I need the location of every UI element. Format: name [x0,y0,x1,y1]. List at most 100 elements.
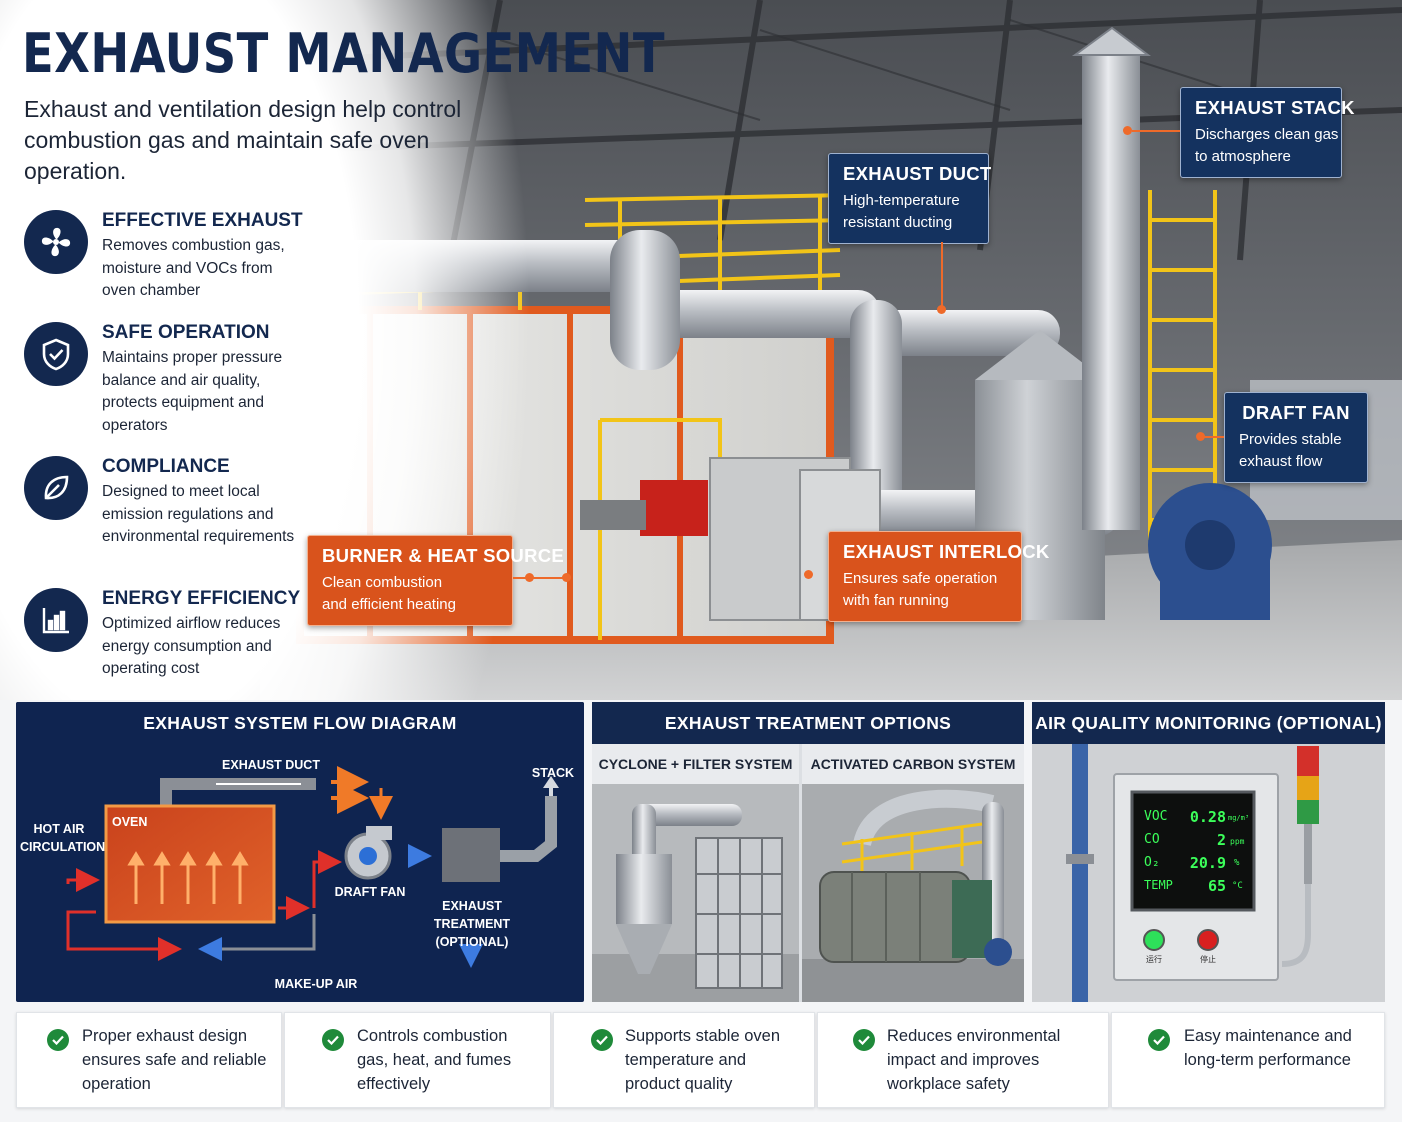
cyclone-filter-illustration [592,784,799,1002]
feature-description: Removes combustion gas, moisture and VOC… [102,237,285,299]
reading-label-voc: VOC [1144,809,1168,824]
panel-title: AIR QUALITY MONITORING (OPTIONAL) [1032,702,1385,744]
callout-title: BURNER & HEAT SOURCE [322,545,565,566]
label-exhaust-duct: EXHAUST DUCT [222,758,320,772]
leader-line [1204,436,1224,438]
reading-label-o2: O₂ [1144,855,1160,870]
flow-diagram-panel: EXHAUST SYSTEM FLOW DIAGRAM [16,702,584,1002]
benefit-item: Reduces environmental impact and improve… [817,1012,1109,1108]
reading-label-co: CO [1144,832,1160,847]
leader-line [513,577,563,579]
label-make-up-air: MAKE-UP AIR [274,977,358,991]
callout-desc-line: exhaust flow [1239,453,1323,470]
reading-unit-o2: % [1234,858,1240,868]
treatment-options-panel: EXHAUST TREATMENT OPTIONS CYCLONE + FILT… [592,702,1024,1002]
callout-burner-heat-source: BURNER & HEAT SOURCE Clean combustion an… [307,535,565,626]
label-oven: OVEN [112,815,148,829]
shield-check-icon [24,322,88,386]
callout-exhaust-interlock: EXHAUST INTERLOCK Ensures safe operation… [828,531,1050,622]
benefit-text: Proper exhaust design ensures safe and r… [82,1027,267,1093]
reading-value-o2: 20.9 [1189,854,1226,872]
callout-title: EXHAUST INTERLOCK [843,541,1050,562]
flow-diagram [66,766,559,968]
hero-section: EXHAUST MANAGEMENT Exhaust and ventilati… [0,0,1402,700]
option-label-carbon: ACTIVATED CARBON SYSTEM [802,744,1024,784]
feature-title: ENERGY EFFICIENCY [102,588,301,609]
page-subtitle: Exhaust and ventilation design help cont… [24,96,462,184]
callout-desc-line: and efficient heating [322,596,456,613]
run-button-label: 运行 [1146,955,1162,964]
reading-unit-co: ppm [1230,837,1245,846]
check-icon [322,1029,344,1051]
benefit-text: Reduces environmental impact and improve… [887,1027,1061,1093]
reading-label-temp: TEMP [1144,878,1173,892]
fan-icon [24,210,88,274]
panel-title: EXHAUST TREATMENT OPTIONS [592,702,1024,744]
panel-title: EXHAUST SYSTEM FLOW DIAGRAM [16,702,584,744]
callout-exhaust-duct: EXHAUST DUCT High-temperature resistant … [828,153,992,244]
benefits-strip: Proper exhaust design ensures safe and r… [16,1012,1385,1108]
callout-desc-line: Discharges clean gas [1195,126,1339,143]
callout-draft-fan: DRAFT FAN Provides stable exhaust flow [1224,392,1368,483]
check-icon [47,1029,69,1051]
feature-title: SAFE OPERATION [102,322,270,343]
leaf-icon [24,456,88,520]
benefit-item: Easy maintenance and long-term performan… [1111,1012,1385,1108]
check-icon [591,1029,613,1051]
page-title: EXHAUST MANAGEMENT [22,22,665,85]
feature-title: COMPLIANCE [102,456,230,477]
callout-desc-line: resistant ducting [843,214,953,231]
callout-title: EXHAUST STACK [1195,97,1355,118]
leader-dot [804,570,813,579]
feature-energy-efficiency: ENERGY EFFICIENCY Optimized airflow redu… [24,588,314,700]
benefit-item: Supports stable oven temperature and pro… [553,1012,815,1108]
benefit-item: Controls combustion gas, heat, and fumes… [284,1012,551,1108]
label-exhaust-treatment: EXHAUST TREATMENT (OPTIONAL) [433,899,511,949]
feature-effective-exhaust: EFFECTIVE EXHAUST Removes combustion gas… [24,210,314,330]
option-label-cyclone: CYCLONE + FILTER SYSTEM [592,744,799,784]
stop-button-label: 停止 [1200,955,1216,964]
benefit-item: Proper exhaust design ensures safe and r… [16,1012,282,1108]
label-stack: STACK [531,766,575,780]
callout-desc-line: to atmosphere [1195,148,1291,165]
leader-dot [937,305,946,314]
feature-compliance: COMPLIANCE Designed to meet local emissi… [24,456,314,576]
benefit-text: Controls combustion gas, heat, and fumes… [357,1027,512,1093]
benefit-text: Supports stable oven temperature and pro… [625,1027,781,1093]
reading-value-temp: 65 [1207,877,1226,895]
leader-line [941,242,943,308]
callout-title: EXHAUST DUCT [843,163,992,184]
check-icon [853,1029,875,1051]
label-draft-fan: DRAFT FAN [334,885,406,899]
leader-dot [525,573,534,582]
callout-desc-line: Ensures safe operation [843,570,998,587]
monitor-display: VOC 0.28 mg/m³ CO 2 ppm O₂ 20.9 % TEMP 6… [1138,806,1250,906]
callout-desc-line: Provides stable [1239,431,1342,448]
leader-dot [1196,432,1205,441]
reading-unit-temp: °C [1232,881,1243,891]
air-quality-panel: AIR QUALITY MONITORING (OPTIONAL) VOC 0.… [1032,702,1385,1002]
check-icon [1148,1029,1170,1051]
feature-title: EFFECTIVE EXHAUST [102,210,303,231]
callout-title: DRAFT FAN [1242,402,1350,423]
feature-description: Maintains proper pressure balance and ai… [102,349,283,434]
feature-description: Designed to meet local emission regulati… [102,483,295,545]
leader-line [1132,130,1180,132]
callout-desc-line: High-temperature [843,192,960,209]
feature-description: Optimized airflow reduces energy consump… [102,615,281,677]
label-hot-air-circulation: HOT AIR CIRCULATION [20,822,106,854]
bar-chart-icon [24,588,88,652]
callout-desc-line: with fan running [843,592,949,609]
reading-value-voc: 0.28 [1189,808,1226,826]
hero-fade-overlay [0,0,1402,700]
reading-value-co: 2 [1216,831,1226,849]
leader-dot [562,573,571,582]
callout-exhaust-stack: EXHAUST STACK Discharges clean gas to at… [1180,87,1355,178]
leader-dot [1123,126,1132,135]
activated-carbon-illustration [802,784,1024,1002]
reading-unit-voc: mg/m³ [1228,814,1250,822]
callout-desc-line: Clean combustion [322,574,443,591]
monitoring-cabinet-illustration [1032,744,1385,1002]
feature-safe-operation: SAFE OPERATION Maintains proper pressure… [24,322,314,442]
